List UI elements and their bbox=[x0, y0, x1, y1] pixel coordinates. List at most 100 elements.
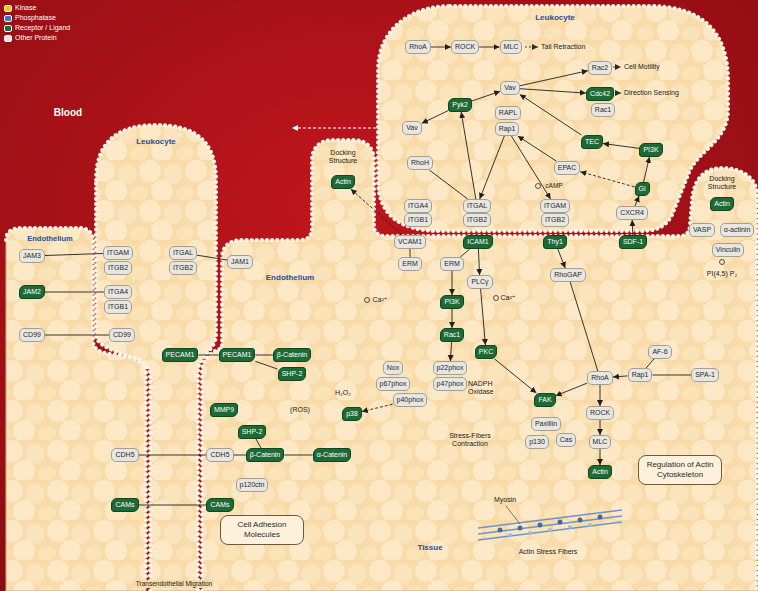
node-text: p22phox bbox=[437, 363, 464, 373]
protein-node: Vav bbox=[402, 121, 422, 135]
protein-node-green: Pyk2 bbox=[448, 98, 472, 112]
node-text: ITGA4 bbox=[108, 287, 128, 297]
region-label: Transendothelial Migration bbox=[134, 580, 214, 587]
connector bbox=[422, 111, 448, 124]
protein-node: ITGB1 bbox=[404, 213, 432, 227]
node-text: p67phox bbox=[380, 379, 407, 389]
protein-node: AF-6 bbox=[648, 345, 671, 359]
protein-node-green: SHP-2 bbox=[238, 425, 267, 439]
node-text: ICAM1 bbox=[467, 237, 488, 247]
protein-node-green: CAMs bbox=[206, 498, 233, 512]
protein-node: ERM bbox=[398, 257, 422, 271]
node-text: JAM2 bbox=[23, 287, 41, 297]
node-text: Rac2 bbox=[592, 63, 608, 73]
node-text: PKC bbox=[479, 347, 493, 357]
node-text: PECAM1 bbox=[223, 350, 252, 360]
connector bbox=[139, 455, 207, 456]
connector bbox=[613, 376, 628, 377]
region-label: Tail Retraction bbox=[541, 43, 585, 51]
connector bbox=[431, 47, 451, 48]
legend-swatch bbox=[4, 15, 12, 22]
protein-node-green: Rac1 bbox=[440, 328, 464, 342]
protein-node-green: PI3K bbox=[639, 143, 662, 157]
protein-node: ROCK bbox=[586, 406, 614, 420]
protein-node: SPA-1 bbox=[691, 368, 719, 382]
connector bbox=[570, 282, 598, 371]
protein-node: ITGAM bbox=[103, 246, 133, 260]
connector bbox=[255, 361, 277, 369]
connector bbox=[362, 404, 393, 411]
connector bbox=[450, 342, 451, 361]
protein-node: CD99 bbox=[109, 328, 135, 342]
node-text: CD99 bbox=[113, 330, 131, 340]
legend-text: Kinase bbox=[15, 4, 36, 11]
protein-node: ITGAL bbox=[463, 199, 491, 213]
region-label: Ca²⁺ bbox=[373, 296, 388, 304]
node-text: EPAC bbox=[558, 163, 577, 173]
connector bbox=[351, 189, 402, 235]
connector bbox=[452, 309, 453, 328]
region-label: (ROS) bbox=[290, 406, 310, 414]
connector bbox=[520, 94, 582, 135]
node-text: VCAM1 bbox=[398, 237, 422, 247]
node-text: ITGB2 bbox=[173, 263, 193, 273]
node-text: Rac1 bbox=[444, 330, 460, 340]
protein-node: VASP bbox=[689, 223, 715, 237]
protein-node: ITGA4 bbox=[404, 199, 432, 213]
protein-node-green: Actin bbox=[331, 175, 355, 189]
node-text: Actin bbox=[335, 177, 351, 187]
node-text: ITGAL bbox=[467, 201, 487, 211]
connector bbox=[284, 455, 312, 456]
node-text: JAM3 bbox=[23, 251, 41, 261]
node-text: Paxillin bbox=[535, 419, 557, 429]
protein-node: RhoGAP bbox=[550, 268, 586, 282]
connector bbox=[600, 385, 601, 406]
protein-node: p47phox bbox=[433, 377, 468, 391]
protein-node: p67phox bbox=[376, 377, 411, 391]
node-text: Rap1 bbox=[499, 124, 516, 134]
node-text: Regulation of Actin Cytoskeleton bbox=[643, 460, 717, 480]
node-text: ROCK bbox=[455, 42, 475, 52]
protein-node: CD99 bbox=[19, 328, 45, 342]
protein-node-green: MMP9 bbox=[210, 403, 238, 417]
connector bbox=[198, 355, 218, 356]
node-text: RhoA bbox=[591, 373, 609, 383]
node-text: SHP-2 bbox=[242, 427, 263, 437]
node-text: CAMs bbox=[210, 500, 229, 510]
node-text: Cas bbox=[560, 435, 572, 445]
legend-text: Phosphatase bbox=[15, 14, 56, 21]
connector bbox=[600, 420, 601, 435]
node-text: ITGA4 bbox=[408, 201, 428, 211]
protein-node: ITGAL bbox=[169, 246, 197, 260]
node-text: PLCγ bbox=[471, 277, 488, 287]
connector bbox=[45, 335, 109, 336]
region-label: Docking Structure bbox=[322, 149, 364, 164]
node-text: ITGB2 bbox=[108, 263, 128, 273]
protein-node-green: CAMs bbox=[111, 498, 138, 512]
protein-node: ITGB2 bbox=[541, 213, 569, 227]
legend-swatch bbox=[4, 5, 12, 12]
protein-node: ITGA4 bbox=[104, 285, 132, 299]
node-text: p38 bbox=[346, 409, 358, 419]
protein-node: CXCR4 bbox=[616, 206, 648, 220]
protein-node-green: SHP-2 bbox=[278, 367, 307, 381]
connector bbox=[255, 355, 272, 356]
connector bbox=[652, 375, 691, 376]
legend-text: Receptor / Ligand bbox=[15, 24, 70, 31]
protein-node: Rac1 bbox=[591, 103, 615, 117]
protein-node: CDH5 bbox=[206, 448, 233, 462]
node-text: FAK bbox=[538, 395, 551, 405]
protein-node: ITGB2 bbox=[169, 261, 197, 275]
node-text: ROCK bbox=[590, 408, 610, 418]
protein-node-green: ICAM1 bbox=[463, 235, 492, 249]
protein-node-green: PKC bbox=[475, 345, 497, 359]
connector bbox=[256, 439, 261, 448]
node-text: ITGB2 bbox=[545, 215, 565, 225]
node-text: SHP-2 bbox=[282, 369, 303, 379]
node-text: Pyk2 bbox=[452, 100, 468, 110]
connector bbox=[520, 89, 586, 93]
connector bbox=[603, 144, 639, 149]
node-text: ERM bbox=[444, 259, 460, 269]
node-text: α-actinin bbox=[724, 225, 751, 235]
region-label: PI(4,5) P₂ bbox=[707, 270, 737, 278]
